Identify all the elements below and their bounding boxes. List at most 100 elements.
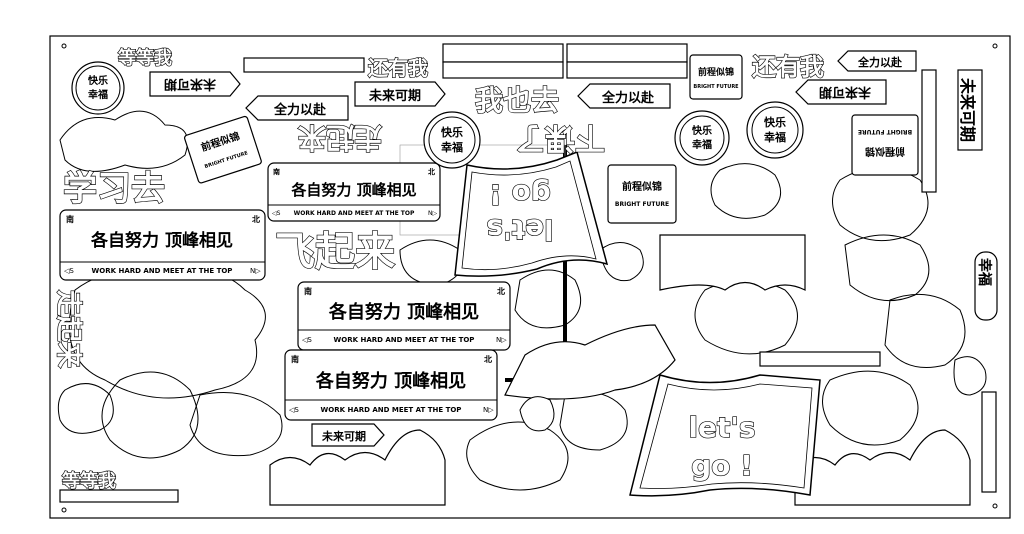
sign-sub-text: WORK HARD AND MEET AT THE TOP xyxy=(92,267,233,275)
sign-right-arrow: N▷ xyxy=(483,406,494,414)
blank-strip xyxy=(566,43,688,63)
doodle-cloud xyxy=(822,370,919,446)
direction-sign-bottom: 南 北 各自努力 顶峰相见 ◁S WORK HARD AND MEET AT T… xyxy=(284,349,498,421)
card-frame xyxy=(184,115,262,184)
card-frame xyxy=(689,54,743,100)
arrow-tag xyxy=(245,95,349,121)
round-badge: 快乐 幸福 xyxy=(71,61,125,115)
round-badge: 快乐 幸福 xyxy=(746,101,804,159)
flag-inner xyxy=(639,383,813,489)
arrow-label-wei-lai-1: 未来可期 xyxy=(354,81,446,107)
blank-strip xyxy=(566,61,688,79)
flag-text-go: go ! xyxy=(489,178,551,211)
sign-north: 北 xyxy=(497,286,505,296)
sign-south: 南 xyxy=(273,167,280,176)
bright-future-card-3: 前程似锦 BRIGHT FUTURE xyxy=(689,54,743,100)
crowd-illustration-right xyxy=(794,429,971,506)
arrow-tag-text: 未来可期 xyxy=(819,84,872,100)
crowd-illustration-mid xyxy=(504,324,676,400)
badge-text: 快乐 xyxy=(691,124,712,137)
arrow-tag xyxy=(311,423,385,447)
arrow-label-quan-li-2: 全力以赴 xyxy=(577,83,671,109)
doodle-cloud xyxy=(466,421,569,491)
crowd-illustration-mid-lower xyxy=(519,396,555,432)
sign-frame xyxy=(267,162,441,222)
badge-text: 幸福 xyxy=(88,88,108,101)
sign-main-text: 各自努力 顶峰相见 xyxy=(90,230,233,251)
flag-shape xyxy=(454,150,609,277)
arrow-tag-text: 未来可期 xyxy=(164,76,217,92)
badge-text: 幸福 xyxy=(692,138,712,151)
direction-sign-top: 南 北 各自努力 顶峰相见 ◁S WORK HARD AND MEET AT T… xyxy=(267,162,441,222)
blank-strip xyxy=(921,69,937,193)
title-zou-qi-lai-flipped: 走起来 xyxy=(298,121,382,154)
corner-mark xyxy=(992,43,998,49)
label-box-vertical xyxy=(974,251,998,321)
title-hai-you-wo: 还有我 xyxy=(752,53,824,81)
bright-future-card-4-flipped: 前程似锦 BRIGHT FUTURE xyxy=(851,114,919,176)
badge-circle xyxy=(71,61,125,115)
sign-left-arrow: ◁S xyxy=(64,267,74,275)
doodle-cloud xyxy=(101,371,199,459)
badge-ring xyxy=(75,65,121,111)
doodle-cloud xyxy=(59,110,188,172)
bright-future-card-1: 前程似锦 BRIGHT FUTURE xyxy=(184,115,262,184)
doodle-cloud xyxy=(559,391,628,451)
sign-main-text: 各自努力 顶峰相见 xyxy=(328,301,479,323)
sign-north: 北 xyxy=(484,354,492,364)
sign-north: 北 xyxy=(428,167,435,176)
card-frame xyxy=(851,114,919,176)
arrow-label-quan-li-1: 全力以赴 xyxy=(245,95,349,121)
vertical-label-xing-fu: 幸福 xyxy=(976,258,993,286)
bright-future-card-2: 前程似锦 BRIGHT FUTURE xyxy=(607,164,677,224)
round-badge: 快乐 幸福 xyxy=(674,110,730,166)
crowd-illustration-top xyxy=(659,234,806,291)
title-xue-xi-qu: 学习去 xyxy=(63,169,165,209)
doodle-cloud xyxy=(884,293,966,368)
card-title: 前程似锦 xyxy=(698,66,734,78)
sign-main-text: 各自努力 顶峰相见 xyxy=(315,370,466,392)
direction-sign-left: 南 北 各自努力 顶峰相见 ◁S WORK HARD AND MEET AT T… xyxy=(59,209,266,281)
title-zou-qi-lai-vertical: 走起来 xyxy=(53,290,83,369)
card-title: 前程似锦 xyxy=(622,180,662,193)
badge-text: 快乐 xyxy=(440,125,463,139)
arrow-label-wei-lai-flipped-1: 未来可期 xyxy=(149,71,241,97)
title-wo-ye-qu: 我也去 xyxy=(475,84,559,117)
doodle-cloud xyxy=(953,356,987,396)
badge-text: 幸福 xyxy=(441,140,463,154)
sign-frame xyxy=(284,349,498,421)
sign-right-arrow: N▷ xyxy=(250,267,261,275)
badge-ring xyxy=(751,106,799,154)
sign-south: 南 xyxy=(66,214,74,224)
sign-south: 南 xyxy=(291,354,299,364)
card-frame xyxy=(607,164,677,224)
badge-ring xyxy=(428,116,476,164)
card-subtitle: BRIGHT FUTURE xyxy=(858,128,912,135)
badge-ring xyxy=(679,115,725,161)
title-deng-deng-wo: 等等我 xyxy=(62,470,116,492)
sign-sub-text: WORK HARD AND MEET AT THE TOP xyxy=(321,406,462,414)
sign-left-arrow: ◁S xyxy=(302,336,312,344)
arrow-label-quan-li-3: 全力以赴 xyxy=(837,50,917,72)
badge-circle xyxy=(423,111,481,169)
badge-text: 快乐 xyxy=(87,74,108,87)
arrow-tag-text: 未来可期 xyxy=(368,88,421,104)
blank-strips xyxy=(59,43,997,503)
blank-strip xyxy=(981,391,997,493)
flag-shape xyxy=(629,374,821,497)
badge-text: 快乐 xyxy=(763,115,786,129)
title-fei-qi-lai: 飞起来 xyxy=(275,229,395,275)
card-subtitle: BRIGHT FUTURE xyxy=(615,201,669,208)
arrow-tag xyxy=(795,79,887,105)
arrow-label-wei-lai-flipped-2: 未来可期 xyxy=(795,79,887,105)
blank-strip xyxy=(442,61,564,79)
flag-text-lets: let's xyxy=(688,411,755,444)
direction-sign-middle: 南 北 各自努力 顶峰相见 ◁S WORK HARD AND MEET AT T… xyxy=(297,281,511,351)
doodle-cloud xyxy=(599,242,644,282)
blank-strip xyxy=(59,489,179,503)
corner-mark xyxy=(992,503,998,509)
blank-strip xyxy=(442,43,564,63)
sign-right-arrow: N▷ xyxy=(428,210,437,217)
flag-text-go: go ! xyxy=(691,449,753,482)
